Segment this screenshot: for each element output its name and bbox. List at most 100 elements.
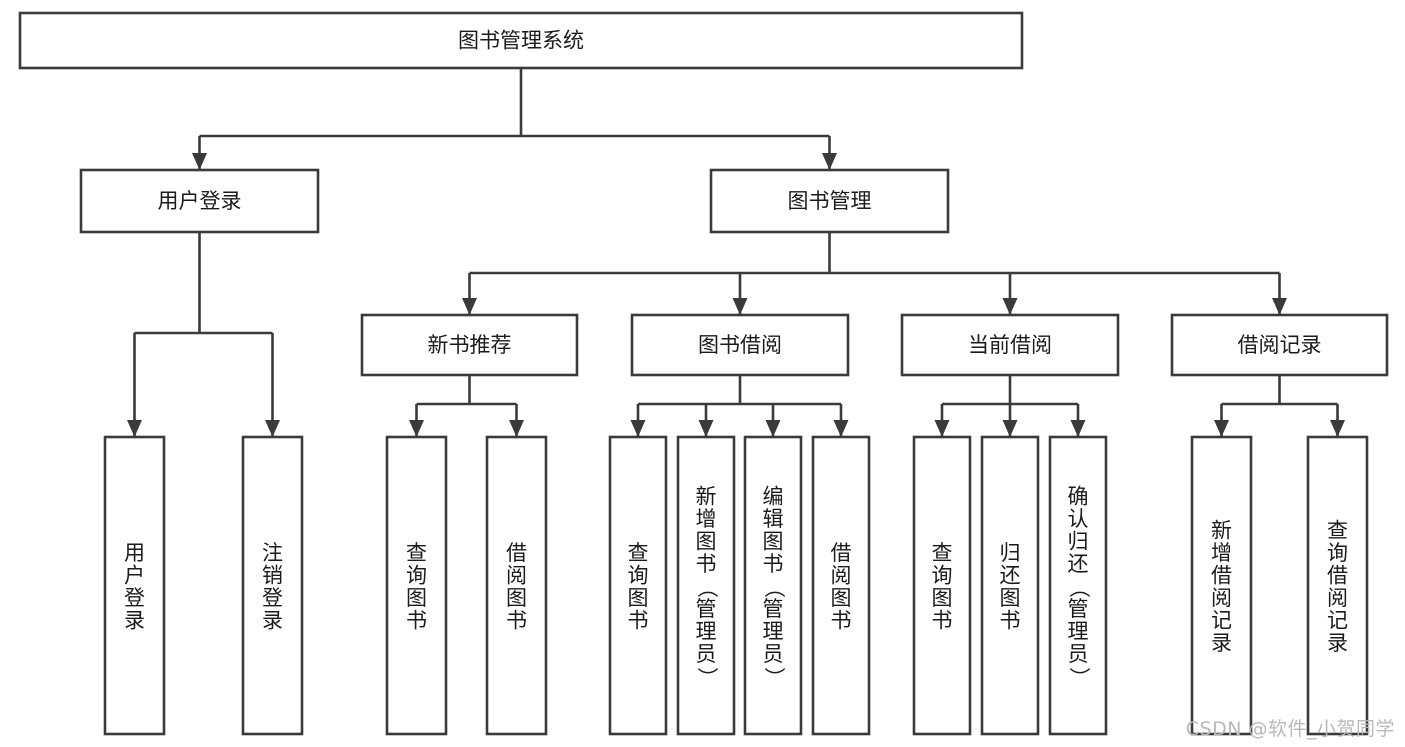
- leaf-label-char: 图: [696, 530, 717, 554]
- leaf-label-char: 书: [932, 608, 953, 632]
- leaf-label-char: 登: [124, 586, 145, 610]
- leaf-label-char: 图: [628, 586, 649, 610]
- leaf-box[interactable]: [1306, 435, 1369, 736]
- leaf-label-char: 增: [696, 507, 717, 531]
- leaf-label-char: 记: [1327, 608, 1348, 632]
- leaf-label-char: 录: [262, 608, 283, 632]
- arrow-head-icon: [1214, 420, 1229, 437]
- level3-node[interactable]: 当前借阅: [900, 313, 1120, 377]
- leaf-box[interactable]: [385, 435, 448, 736]
- leaf-box[interactable]: [912, 435, 972, 736]
- leaf-label-char: 户: [124, 563, 145, 587]
- leaf-label-char: 图: [763, 530, 784, 554]
- leaf-label-char: 图: [506, 586, 527, 610]
- leaf-box[interactable]: [743, 435, 803, 736]
- root-node[interactable]: 图书管理系统: [18, 11, 1024, 70]
- leaf-label-char: 确: [1068, 485, 1089, 509]
- leaf-box[interactable]: [811, 435, 871, 736]
- leaf-box[interactable]: [241, 435, 304, 736]
- leaf-node[interactable]: 用户登录: [103, 435, 166, 736]
- leaf-label-char: 销: [262, 563, 283, 587]
- leaf-box[interactable]: [103, 435, 166, 736]
- leaf-label-char: ）: [1067, 667, 1091, 688]
- arrow-head-icon: [934, 420, 950, 437]
- leaf-label-char: 新: [1211, 518, 1232, 542]
- leaf-label-char: 管: [696, 597, 717, 621]
- leaf-label-char: 员: [763, 642, 784, 666]
- leaf-label-char: 借: [831, 541, 852, 565]
- arrow-head-icon: [1070, 420, 1086, 437]
- level3-box[interactable]: [360, 313, 579, 377]
- connector-group: [1214, 375, 1345, 437]
- leaf-label-char: 书: [406, 608, 427, 632]
- leaf-label-char: 图: [932, 586, 953, 610]
- level3-box[interactable]: [1170, 313, 1389, 377]
- leaf-label-char: 询: [628, 563, 649, 587]
- leaf-label-char: 员: [696, 642, 717, 666]
- level3-node[interactable]: 借阅记录: [1170, 313, 1389, 377]
- connector-group: [462, 232, 1287, 315]
- level3-box[interactable]: [630, 313, 850, 377]
- root-label: 图书管理系统: [458, 29, 584, 53]
- leaf-label-char: 辑: [763, 507, 784, 531]
- leaf-label-char: 查: [628, 541, 649, 565]
- leaf-label-char: 还: [1000, 563, 1021, 587]
- leaf-label-char: 书: [1000, 608, 1021, 632]
- leaf-box[interactable]: [676, 435, 736, 736]
- level2-box[interactable]: [79, 168, 320, 234]
- level3-label: 借阅记录: [1238, 333, 1322, 357]
- leaf-box[interactable]: [1048, 435, 1108, 736]
- leaf-label-char: （: [695, 577, 719, 598]
- arrow-head-icon: [192, 153, 207, 170]
- leaf-box[interactable]: [980, 435, 1040, 736]
- level2-box[interactable]: [709, 168, 950, 234]
- leaf-label-char: 查: [1327, 518, 1348, 542]
- leaf-label-char: 图: [831, 586, 852, 610]
- leaf-label-char: 理: [1068, 620, 1089, 644]
- level2-label: 用户登录: [158, 189, 242, 213]
- leaf-box[interactable]: [485, 435, 548, 736]
- leaf-label-char: 书: [696, 552, 717, 576]
- leaf-label-char: 管: [763, 597, 784, 621]
- connector-group: [127, 232, 280, 437]
- connector-group: [409, 375, 524, 437]
- level2-node[interactable]: 图书管理: [709, 168, 950, 234]
- root-box[interactable]: [18, 11, 1024, 70]
- leaf-label-char: 员: [1068, 642, 1089, 666]
- leaf-label-char: 借: [506, 541, 527, 565]
- leaf-label-char: 询: [1327, 541, 1348, 565]
- leaf-label-char: ）: [762, 667, 786, 688]
- leaf-label-char: （: [762, 577, 786, 598]
- leaf-label-char: 还: [1068, 552, 1089, 576]
- leaf-label-char: 书: [628, 608, 649, 632]
- leaf-label-char: 编: [763, 485, 784, 509]
- connector-layer: [127, 68, 1345, 437]
- leaf-box[interactable]: [1190, 435, 1253, 736]
- leaf-label-char: 查: [406, 541, 427, 565]
- leaf-label-char: 询: [406, 563, 427, 587]
- leaf-label-char: 阅: [1327, 586, 1348, 610]
- level3-box[interactable]: [900, 313, 1120, 377]
- leaf-label-char: 书: [506, 608, 527, 632]
- leaf-label-char: 新: [696, 485, 717, 509]
- arrow-head-icon: [462, 298, 477, 315]
- leaf-label-char: 理: [763, 620, 784, 644]
- level3-node[interactable]: 图书借阅: [630, 313, 850, 377]
- level3-node[interactable]: 新书推荐: [360, 313, 579, 377]
- leaf-box[interactable]: [608, 435, 668, 736]
- level2-node[interactable]: 用户登录: [79, 168, 320, 234]
- leaf-label-char: 记: [1211, 608, 1232, 632]
